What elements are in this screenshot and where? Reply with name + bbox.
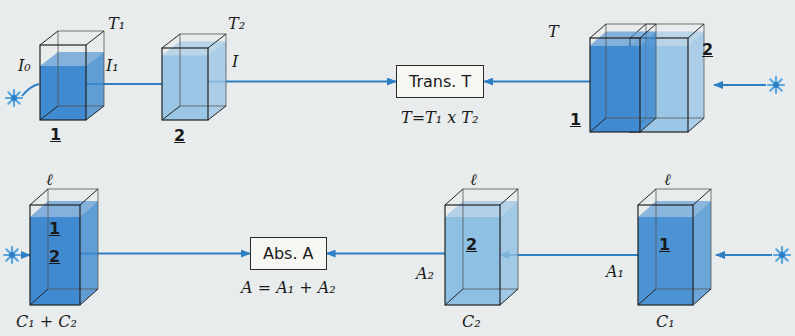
- symbol-label: ℓ: [470, 170, 477, 189]
- symbol-label: I: [232, 52, 238, 71]
- box-label: Trans. T: [409, 72, 471, 91]
- cell-number: 2: [702, 40, 713, 59]
- symbol-label: A₁: [606, 262, 624, 281]
- symbol-label: T=T₁ x T₂: [401, 108, 478, 127]
- symbol-label: I₀: [18, 56, 31, 75]
- cell-number: 1: [49, 219, 60, 238]
- symbol-label: ℓ: [46, 170, 53, 189]
- cuvette: 1: [638, 205, 693, 305]
- symbol-label: ℓ: [664, 170, 671, 189]
- cuvette-outline: [40, 45, 86, 120]
- symbol-label: I₁: [106, 56, 119, 75]
- light-path: [208, 81, 396, 83]
- cell-number: 1: [570, 110, 581, 129]
- cell-number: 1: [659, 235, 670, 254]
- light-path: [80, 253, 250, 255]
- cell-number: 2: [174, 126, 185, 145]
- cuvette: 2: [445, 205, 500, 305]
- box-label: Abs. A: [263, 244, 314, 263]
- symbol-label: C₁ + C₂: [16, 312, 77, 331]
- cuvette: 1: [40, 45, 86, 120]
- light-ray: [21, 254, 30, 256]
- cell-number: 1: [50, 125, 61, 144]
- light-source: [6, 90, 22, 106]
- cuvette-outline: [590, 38, 690, 132]
- symbol-label: T₂: [228, 14, 245, 33]
- cuvette: 12: [30, 205, 80, 305]
- cell-number: 2: [466, 235, 477, 254]
- light-ray: [714, 84, 766, 86]
- light-path: [500, 254, 638, 256]
- cuvette-outline: [638, 205, 693, 305]
- light-source: [768, 77, 784, 93]
- light-source: [774, 247, 790, 263]
- cuvette-outline: [445, 205, 500, 305]
- symbol-label: A₂: [416, 264, 434, 283]
- light-source: [4, 247, 20, 263]
- light-path: [327, 253, 445, 255]
- cell-number: 2: [49, 247, 60, 266]
- cuvette: 2: [162, 48, 208, 120]
- symbol-label: T: [548, 22, 559, 41]
- cuvette-outline: [162, 48, 208, 120]
- cuvette: 12: [590, 38, 690, 132]
- symbol-label: C₁: [656, 312, 675, 331]
- symbol-label: A = A₁ + A₂: [241, 278, 336, 297]
- light-ray: [22, 84, 39, 96]
- symbol-label: T₁: [108, 14, 125, 33]
- symbol-label: C₂: [462, 312, 481, 331]
- result-box: Trans. T: [396, 65, 484, 98]
- light-ray: [716, 254, 772, 256]
- light-path: [484, 81, 590, 83]
- result-box: Abs. A: [250, 237, 327, 270]
